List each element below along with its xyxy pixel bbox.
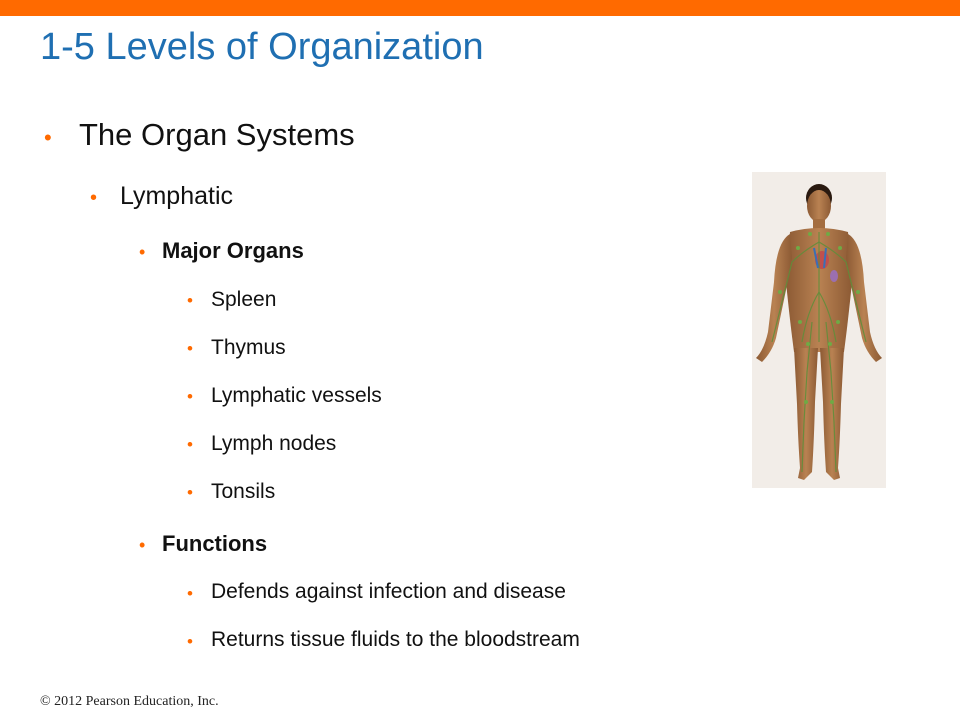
list-item-defends: Defends against infection and disease	[211, 580, 566, 603]
list-item-spleen: Spleen	[211, 288, 277, 311]
list-item-tonsils: Tonsils	[211, 480, 276, 503]
bullet-icon: •	[187, 632, 193, 651]
bullet-icon: •	[187, 584, 193, 603]
bullet-icon: •	[139, 242, 146, 262]
bullet-organ-systems: The Organ Systems	[79, 117, 355, 152]
bullet-icon: •	[187, 339, 193, 358]
bullet-icon: •	[187, 435, 193, 454]
top-accent-bar	[0, 0, 960, 16]
list-item-lymph-nodes: Lymph nodes	[211, 432, 337, 455]
bullet-icon: •	[187, 291, 193, 310]
heading-major-organs: Major Organs	[162, 238, 304, 263]
list-item-returns-fluids: Returns tissue fluids to the bloodstream	[211, 628, 580, 651]
bullet-lymphatic: Lymphatic	[120, 182, 234, 210]
bullet-icon: •	[139, 535, 146, 555]
lymphatic-system-figure	[752, 172, 886, 488]
heading-functions: Functions	[162, 531, 268, 556]
human-body-illustration	[756, 184, 882, 480]
copyright-footer: © 2012 Pearson Education, Inc.	[40, 694, 219, 709]
list-item-lymphatic-vessels: Lymphatic vessels	[211, 384, 382, 407]
bullet-icon: •	[44, 125, 52, 150]
bullet-icon: •	[187, 387, 193, 406]
list-item-thymus: Thymus	[211, 336, 286, 359]
slide-title: 1-5 Levels of Organization	[40, 26, 484, 68]
bullet-icon: •	[90, 187, 98, 209]
bullet-icon: •	[187, 483, 193, 502]
